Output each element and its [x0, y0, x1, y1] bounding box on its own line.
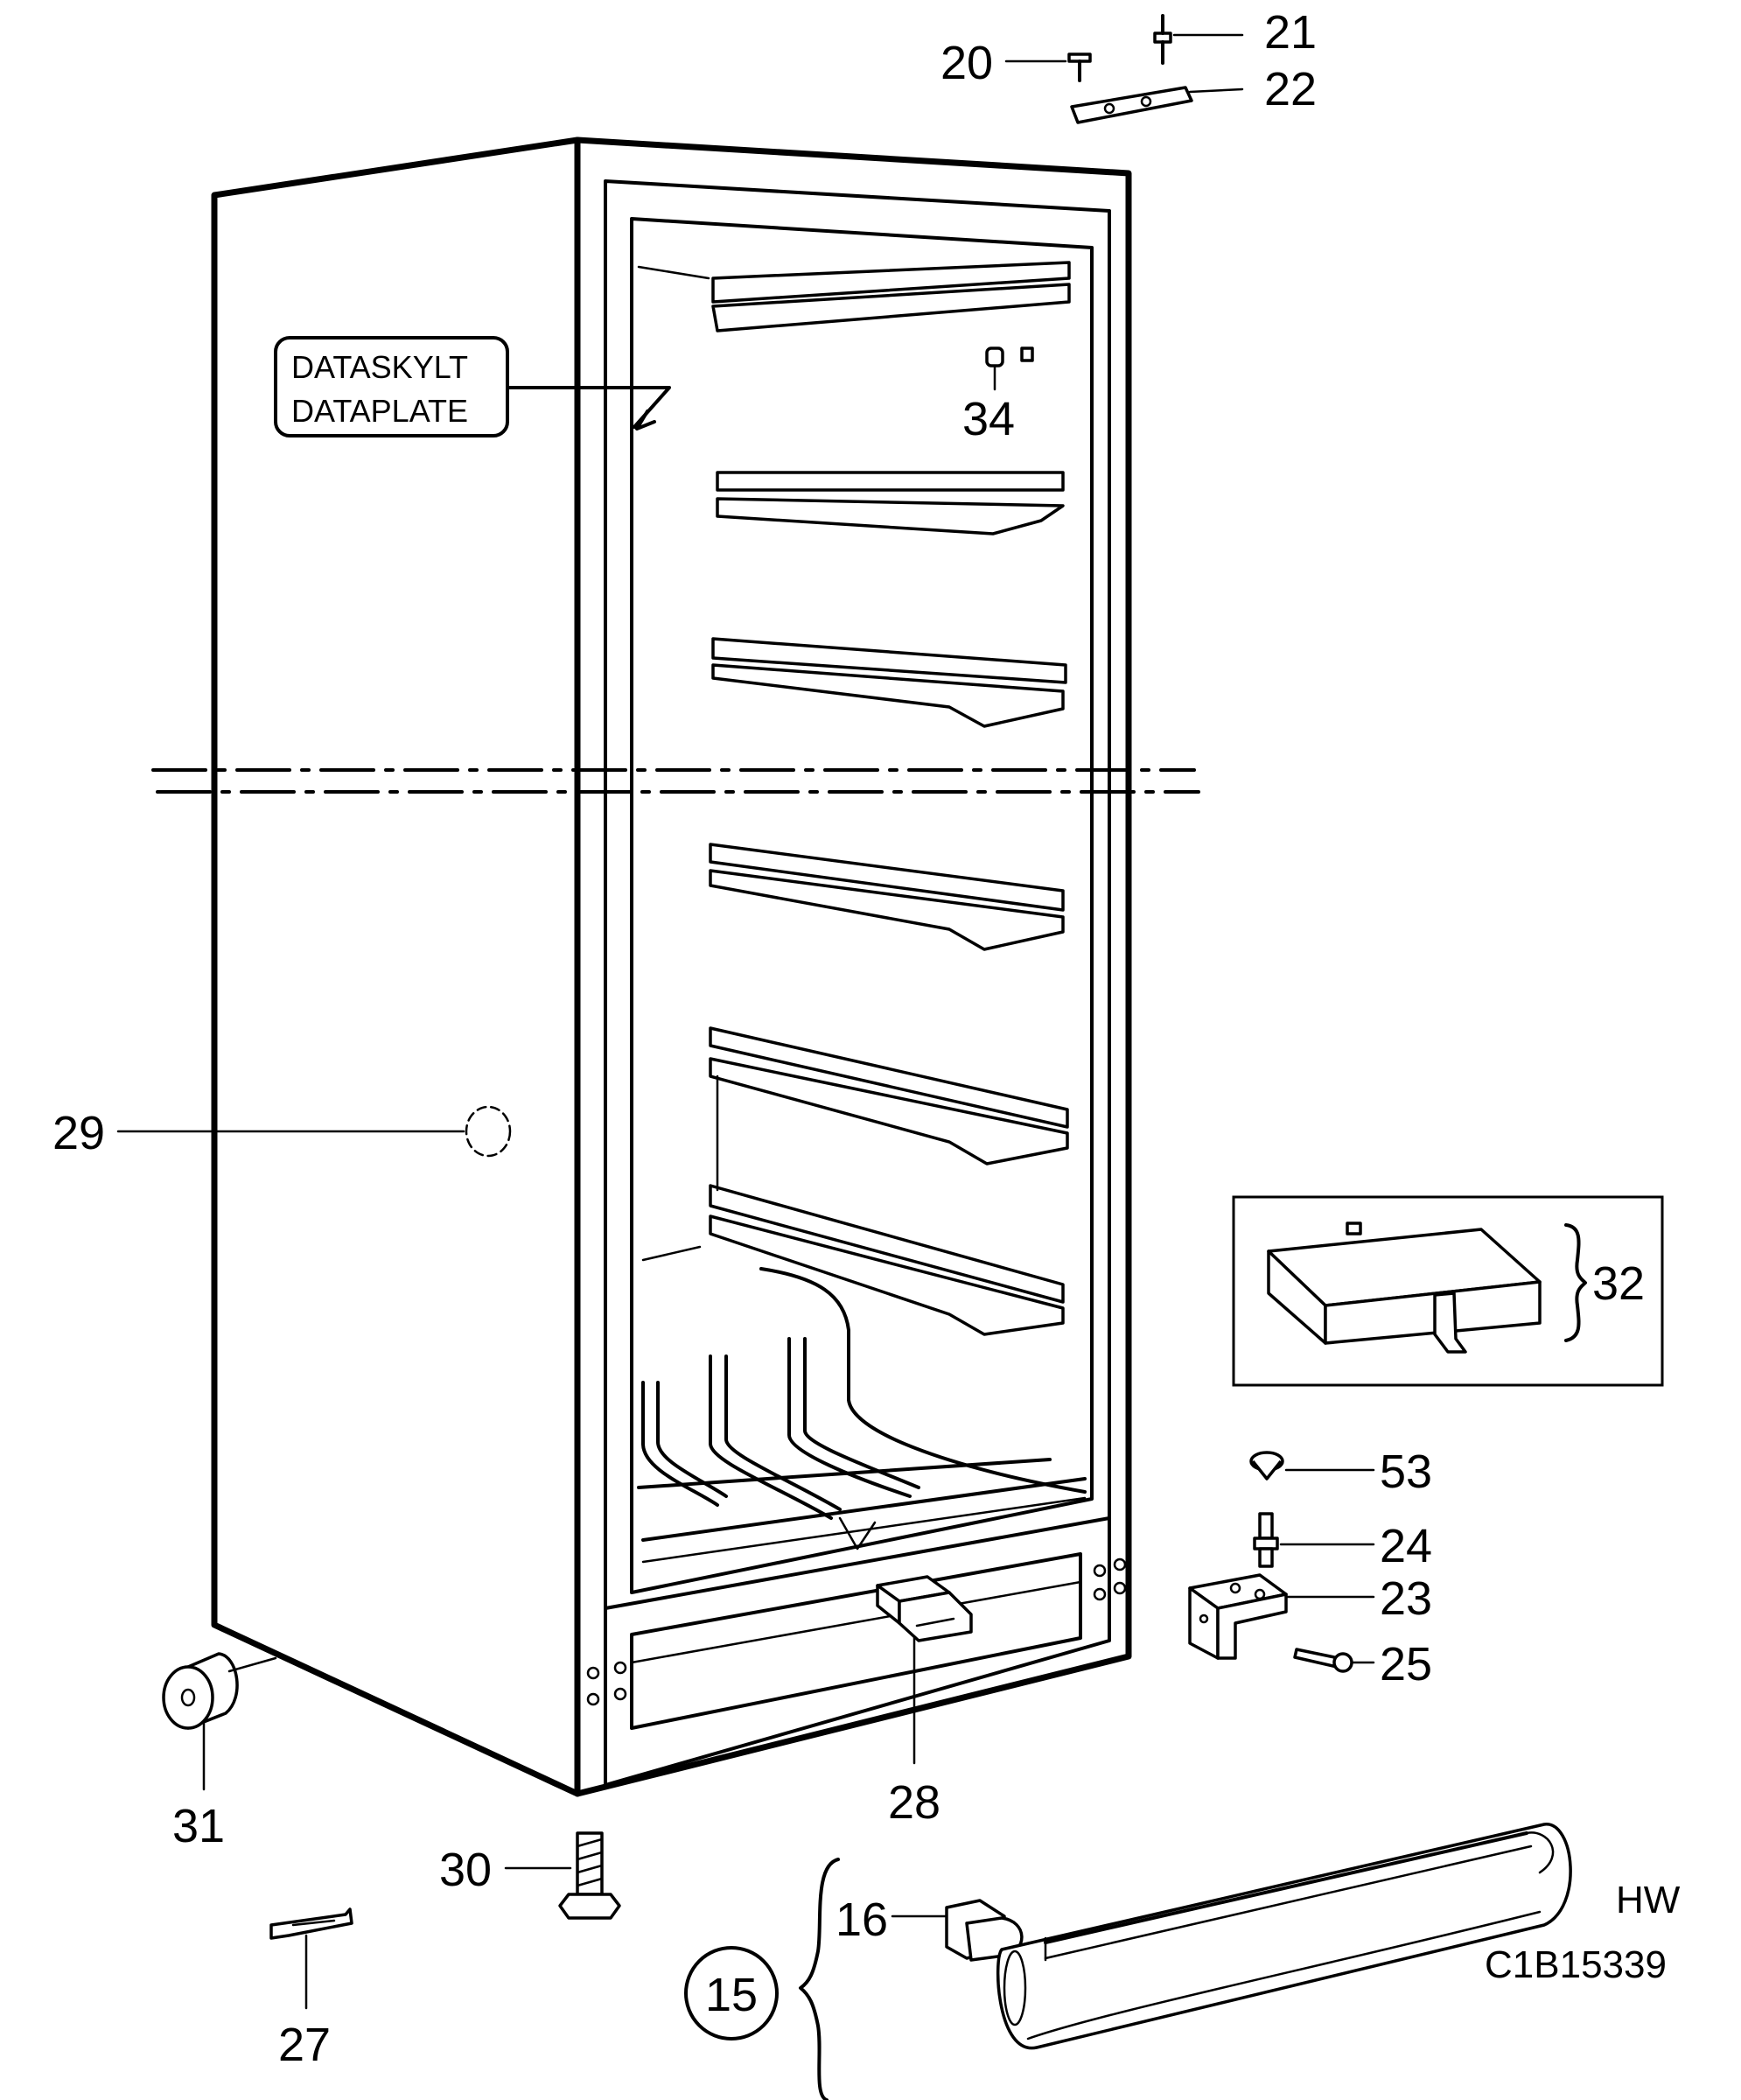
callout-20: 20 — [940, 37, 993, 89]
callout-34: 34 — [962, 393, 1015, 445]
part-28-clip: 28 — [876, 1575, 973, 1829]
callout-31: 31 — [172, 1800, 225, 1852]
part-27-wedge: 27 — [269, 1908, 353, 2071]
callout-29: 29 — [52, 1107, 105, 1159]
part-29-plug: 29 — [52, 1105, 512, 1159]
shelf-rails — [641, 261, 1087, 1494]
drawing-codes: HW C1B15339 — [1485, 1879, 1681, 1986]
variant-code: HW — [1616, 1879, 1681, 1922]
callout-28: 28 — [888, 1776, 940, 1829]
part-15-handle-group: 15 16 — [684, 1823, 1572, 2100]
callout-30: 30 — [439, 1844, 492, 1896]
callout-25: 25 — [1380, 1638, 1432, 1690]
callout-23: 23 — [1380, 1572, 1432, 1625]
bottom-hinge-group: 53 24 23 25 — [1188, 1446, 1432, 1690]
callout-24: 24 — [1380, 1520, 1432, 1572]
callout-32: 32 — [1592, 1257, 1645, 1310]
callout-53: 53 — [1380, 1446, 1432, 1498]
cabinet-body — [211, 136, 1132, 1797]
callout-15: 15 — [705, 1969, 758, 2021]
callout-21: 21 — [1264, 6, 1317, 59]
drawing-number: C1B15339 — [1485, 1943, 1667, 1986]
evaporator-coils — [637, 1337, 1052, 1520]
callout-22: 22 — [1264, 63, 1317, 116]
part-31-foot: 31 — [162, 1652, 277, 1852]
break-lines — [151, 768, 1200, 794]
top-hinge-group: 20 21 22 — [940, 6, 1317, 124]
part-32-tray-box: 32 — [1232, 1195, 1664, 1387]
part-34-switch: 34 — [962, 346, 1034, 445]
dataplate-label: DATASKYLT DATAPLATE — [274, 336, 671, 438]
dataplate-line2: DATAPLATE — [291, 393, 468, 429]
callout-27: 27 — [278, 2019, 331, 2071]
callout-16: 16 — [836, 1894, 888, 1946]
part-30-leveling-foot: 30 — [439, 1831, 621, 1920]
dataplate-line1: DATASKYLT — [291, 349, 468, 385]
